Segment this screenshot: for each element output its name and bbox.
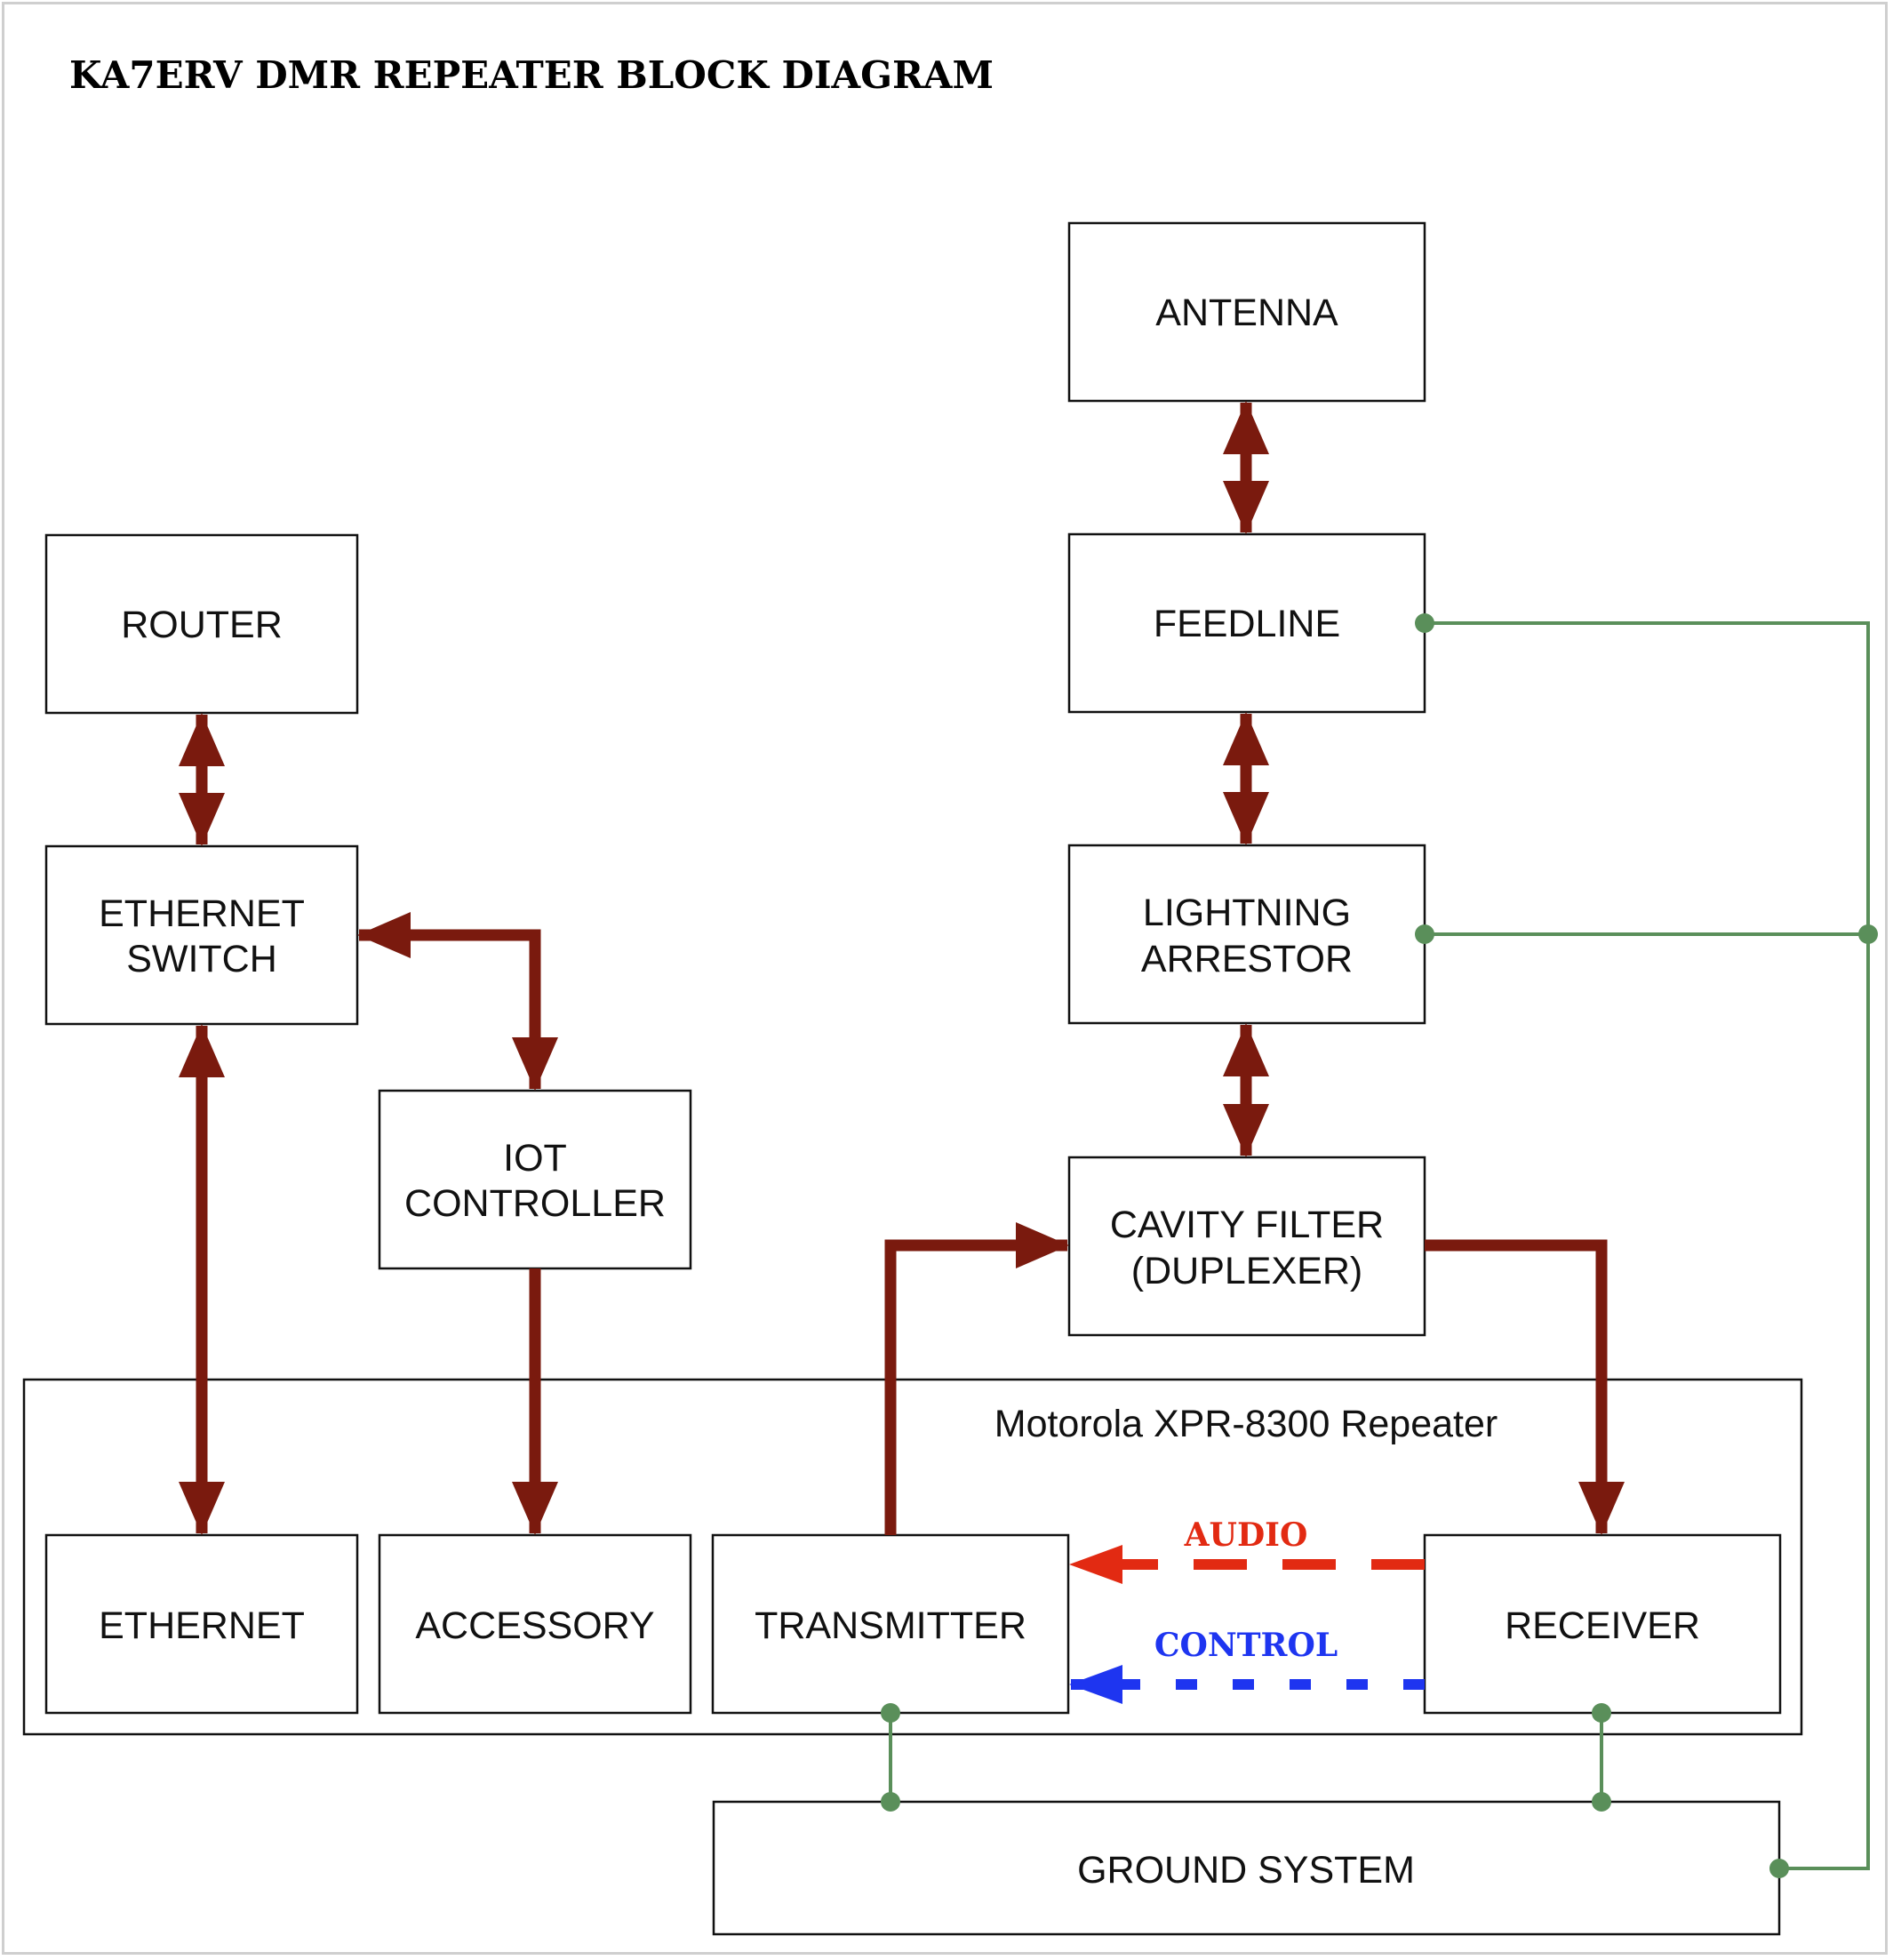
block-accessory: ACCESSORY [378,1533,692,1715]
block-cavity-filter: CAVITY FILTER (DUPLEXER) [1067,1156,1426,1337]
router-label: ROUTER [121,604,283,646]
transmitter-label: TRANSMITTER [755,1604,1026,1647]
receiver-label: RECEIVER [1505,1604,1700,1647]
cavity-filter-label-line2: (DUPLEXER) [1131,1250,1362,1292]
ethernet-switch-label-line2: SWITCH [126,938,277,980]
block-feedline: FEEDLINE [1067,532,1426,714]
block-ethernet: ETHERNET [44,1533,359,1715]
arrow-switch-iot [357,912,558,1091]
ground-system-label: GROUND SYSTEM [1077,1849,1415,1892]
ground-dot-transmitter-top [881,1703,900,1723]
ground-dots [881,613,1878,1878]
ethernet-label: ETHERNET [99,1604,305,1647]
iot-controller-label-line2: CONTROLLER [404,1182,666,1225]
diagram-title: KA7ERV DMR REPEATER BLOCK DIAGRAM [69,53,994,97]
antenna-label: ANTENNA [1155,292,1338,334]
block-ethernet-switch: ETHERNET SWITCH [44,844,359,1026]
block-transmitter: TRANSMITTER [711,1533,1070,1715]
block-antenna: ANTENNA [1067,221,1426,403]
block-ground-system: GROUND SYSTEM [712,1800,1781,1936]
ground-dot-arrestor [1415,924,1434,944]
audio-label: AUDIO [1184,1516,1308,1554]
ground-dot-ground-system [1769,1859,1789,1878]
block-receiver: RECEIVER [1423,1533,1782,1715]
rf-connections [179,401,1625,1535]
ground-dot-receiver-bottom [1592,1792,1611,1812]
ground-dot-receiver-top [1592,1703,1611,1723]
ground-dot-transmitter-bottom [881,1792,900,1812]
ethernet-switch-label-line1: ETHERNET [99,892,305,935]
repeater-label: Motorola XPR-8300 Repeater [994,1403,1498,1445]
ground-wire-feedline [1425,621,1870,1870]
iot-controller-label-line1: IOT [503,1137,567,1180]
arrow-cavity-receiver [1425,1239,1625,1535]
block-iot-controller: IOT CONTROLLER [378,1089,692,1270]
arrow-transmitter-cavity [884,1222,1069,1535]
cavity-filter-label-line1: CAVITY FILTER [1110,1204,1384,1246]
ground-wiring [889,621,1870,1870]
accessory-label: ACCESSORY [415,1604,654,1647]
lightning-arrestor-label-line1: LIGHTNING [1143,892,1351,934]
control-label: CONTROL [1154,1627,1338,1664]
ground-dot-junction [1858,924,1878,944]
block-lightning-arrestor: LIGHTNING ARRESTOR [1067,844,1426,1025]
ground-dot-feedline [1415,613,1434,633]
lightning-arrestor-label-line2: ARRESTOR [1141,938,1353,980]
feedline-label: FEEDLINE [1154,603,1340,645]
block-router: ROUTER [44,533,359,715]
